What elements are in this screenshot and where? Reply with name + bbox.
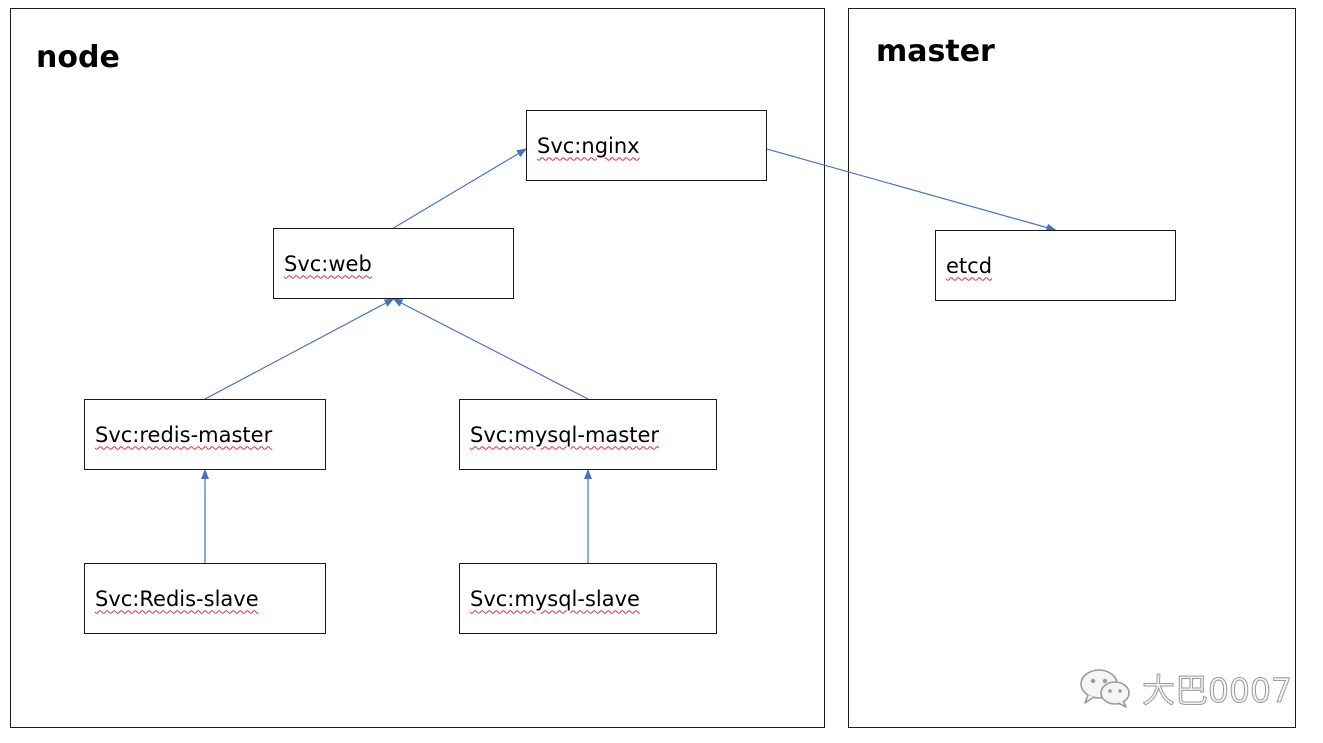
service-label-web: Svc:web bbox=[284, 251, 372, 276]
service-box-web[interactable]: Svc:web bbox=[273, 228, 514, 299]
master-panel bbox=[848, 8, 1296, 728]
service-label-mysql-slave: Svc:mysql-slave bbox=[470, 586, 640, 611]
service-label-etcd: etcd bbox=[946, 253, 993, 278]
service-box-mysql-slave[interactable]: Svc:mysql-slave bbox=[459, 563, 717, 634]
service-label-nginx: Svc:nginx bbox=[537, 133, 640, 158]
service-box-redis-master[interactable]: Svc:redis-master bbox=[84, 399, 326, 470]
watermark-text: 大巴0007 bbox=[1142, 671, 1293, 711]
master-panel-title: master bbox=[876, 34, 995, 69]
service-box-mysql-master[interactable]: Svc:mysql-master bbox=[459, 399, 717, 470]
watermark: 大巴0007 bbox=[1078, 664, 1292, 712]
service-box-redis-slave[interactable]: Svc:Redis-slave bbox=[84, 563, 326, 634]
service-box-etcd[interactable]: etcd bbox=[935, 230, 1176, 301]
service-label-mysql-master: Svc:mysql-master bbox=[470, 422, 659, 447]
service-box-nginx[interactable]: Svc:nginx bbox=[526, 110, 767, 181]
service-label-redis-master: Svc:redis-master bbox=[95, 422, 273, 447]
service-label-redis-slave: Svc:Redis-slave bbox=[95, 586, 259, 611]
node-panel-title: node bbox=[36, 40, 120, 75]
wechat-icon bbox=[1080, 669, 1130, 708]
